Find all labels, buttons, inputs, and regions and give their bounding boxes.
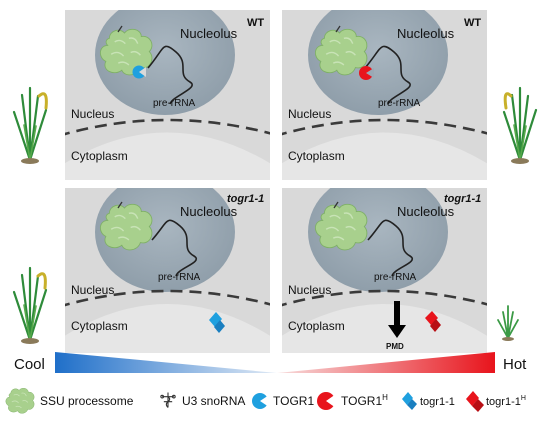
legend-togr1h-text: TOGR1 xyxy=(341,394,382,408)
nucleus-label: Nucleus xyxy=(288,107,331,121)
panel-mutant-cool: Nucleolus togr1-1 pre-rRNA Nucleus Cytop… xyxy=(65,188,270,353)
pre-rrna-label: pre-rRNA xyxy=(378,98,421,109)
legend-ssu-label: SSU processome xyxy=(40,394,134,408)
legend: SSU processome U3 snoRNA TOGR1 TOGR1H to… xyxy=(5,387,526,414)
pre-rrna-strand xyxy=(364,45,411,105)
pre-rrna-strand xyxy=(151,219,197,277)
togr1-1-mutant-icon xyxy=(209,312,225,333)
pre-rrna-label: pre-rRNA xyxy=(153,98,196,109)
legend-togr1-1-label: togr1-1 xyxy=(420,396,455,408)
nucleus-label: Nucleus xyxy=(71,107,114,121)
temperature-gradient: Cool Hot xyxy=(14,352,527,373)
cytoplasm-label: Cytoplasm xyxy=(288,149,345,163)
legend-togr1-1h-label: togr1-1H xyxy=(486,395,526,408)
rice-plant-mutant-cool-icon xyxy=(12,266,48,344)
hot-label: Hot xyxy=(503,356,527,373)
panel-tag: WT xyxy=(247,17,264,29)
panel-wt-hot: Nucleolus WT pre-rRNA Nucleus Cytoplasm xyxy=(282,10,487,180)
nucleolus-label: Nucleolus xyxy=(397,26,455,41)
pre-rrna-strand xyxy=(367,219,413,277)
togr1-legend-icon xyxy=(252,393,269,409)
cytoplasm-label: Cytoplasm xyxy=(288,319,345,333)
cool-label: Cool xyxy=(14,356,45,373)
nucleus-label: Nucleus xyxy=(288,283,331,297)
legend-u3-label: U3 snoRNA xyxy=(182,394,245,408)
panel-tag: WT xyxy=(464,17,481,29)
nucleolus-label: Nucleolus xyxy=(397,204,455,219)
panel-mutant-hot: Nucleolus togr1-1 pre-rRNA Nucleus Cytop… xyxy=(282,188,487,353)
panel-tag: togr1-1 xyxy=(227,193,264,205)
rice-plant-healthy-right-icon xyxy=(502,86,538,164)
ssu-processome-legend-icon xyxy=(5,387,35,414)
rice-plant-healthy-left-icon xyxy=(12,86,48,164)
legend-togr1-1h-text: togr1-1 xyxy=(486,396,521,408)
legend-togr1-label: TOGR1 xyxy=(273,394,314,408)
pre-rrna-strand xyxy=(147,45,193,105)
pre-rrna-label: pre-rRNA xyxy=(158,272,201,283)
panel-tag: togr1-1 xyxy=(444,193,481,205)
togr1-1-legend-icon xyxy=(402,392,417,410)
togr1h-legend-icon xyxy=(317,392,336,410)
panel-wt-cool: Nucleolus WT pre-rRNA Nucleus Cytoplasm xyxy=(65,10,270,180)
rice-plant-stunted-icon xyxy=(497,305,519,341)
u3-snorna-icon xyxy=(160,391,176,409)
cool-wedge xyxy=(55,352,277,373)
nucleolus-label: Nucleolus xyxy=(180,204,238,219)
pmd-arrow xyxy=(388,301,406,338)
pre-rrna-label: pre-rRNA xyxy=(374,272,417,283)
pmd-label: PMD xyxy=(386,342,404,351)
togr1-1h-legend-icon xyxy=(466,391,484,412)
nucleus-label: Nucleus xyxy=(71,283,114,297)
cytoplasm-label: Cytoplasm xyxy=(71,319,128,333)
hot-wedge xyxy=(277,352,495,373)
cytoplasm-label: Cytoplasm xyxy=(71,149,128,163)
legend-togr1-1h-sup: H xyxy=(521,395,526,402)
nucleolus-label: Nucleolus xyxy=(180,26,238,41)
legend-togr1h-sup: H xyxy=(382,393,388,402)
legend-togr1h-label: TOGR1H xyxy=(341,393,388,408)
togr1-1h-mutant-icon xyxy=(425,311,441,332)
